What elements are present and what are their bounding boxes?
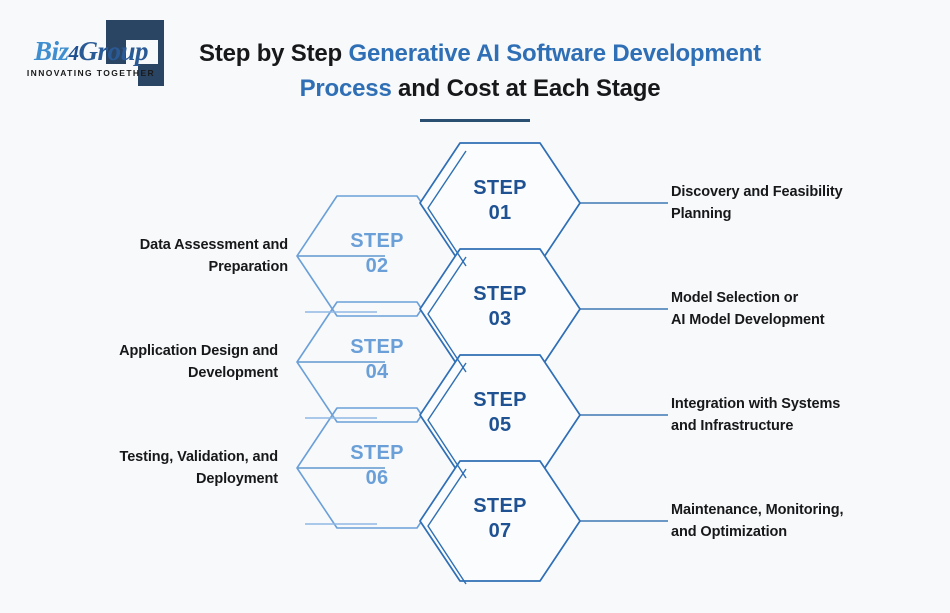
header: Biz4Group INNOVATING TOGETHER Step by St… bbox=[0, 0, 950, 140]
biz4group-logo: Biz4Group INNOVATING TOGETHER bbox=[18, 18, 178, 90]
hexagon-step-03[interactable] bbox=[419, 248, 581, 370]
description-step-04: Application Design and Development bbox=[48, 340, 278, 384]
title-highlight-2: Process bbox=[299, 75, 392, 102]
description-step-06-line2: Deployment bbox=[196, 471, 278, 487]
hexagon-flow-graphic bbox=[296, 142, 668, 585]
logo-word-biz: Biz bbox=[33, 36, 69, 66]
title-plain-2: and Cost at Each Stage bbox=[391, 75, 661, 102]
hexagon-step-01-inner-edge bbox=[427, 150, 467, 267]
description-step-04-line1: Application Design and bbox=[119, 343, 278, 359]
description-step-03: Model Selection or AI Model Development bbox=[671, 287, 911, 331]
logo-word-group: Group bbox=[78, 36, 149, 66]
description-step-07-line1: Maintenance, Monitoring, bbox=[671, 502, 844, 518]
hexagon-step-03-inner-edge bbox=[427, 256, 467, 373]
hexagon-step-01[interactable] bbox=[419, 142, 581, 264]
logo-bracket-icon bbox=[106, 20, 164, 86]
title-divider bbox=[420, 119, 530, 122]
description-step-03-line1: Model Selection or bbox=[671, 290, 799, 306]
description-step-01-line1: Discovery and Feasibility bbox=[671, 184, 843, 200]
description-step-04-line2: Development bbox=[188, 365, 278, 381]
process-diagram: STEP 01 STEP 02 STEP 03 STEP 04 STEP 05 … bbox=[0, 140, 950, 613]
hexagon-step-05-inner-edge bbox=[427, 362, 467, 479]
description-step-05-line1: Integration with Systems bbox=[671, 396, 841, 412]
page-title: Step by Step Generative AI Software Deve… bbox=[180, 36, 780, 106]
description-step-02: Data Assessment and Preparation bbox=[58, 234, 288, 278]
logo-wordmark: Biz4Group bbox=[26, 36, 156, 67]
description-step-03-line2: AI Model Development bbox=[671, 312, 825, 328]
title-highlight-1: Generative AI Software Development bbox=[348, 40, 761, 67]
description-step-05: Integration with Systems and Infrastruct… bbox=[671, 393, 911, 437]
description-step-02-line2: Preparation bbox=[208, 259, 289, 275]
description-step-02-line1: Data Assessment and bbox=[139, 237, 288, 253]
description-step-01-line2: Planning bbox=[671, 206, 732, 222]
title-plain-1: Step by Step bbox=[199, 40, 349, 67]
description-step-06: Testing, Validation, and Deployment bbox=[48, 446, 279, 490]
description-step-07: Maintenance, Monitoring, and Optimizatio… bbox=[671, 499, 911, 543]
description-step-07-line2: and Optimization bbox=[671, 524, 788, 540]
hexagon-step-07[interactable] bbox=[419, 460, 581, 582]
logo-word-four: 4 bbox=[68, 41, 80, 65]
logo-tagline: INNOVATING TOGETHER bbox=[26, 68, 156, 78]
hexagon-step-07-inner-edge bbox=[427, 468, 467, 585]
hexagon-step-05[interactable] bbox=[419, 354, 581, 476]
description-step-01: Discovery and Feasibility Planning bbox=[671, 181, 911, 225]
description-step-06-line1: Testing, Validation, and bbox=[119, 449, 279, 465]
description-step-05-line2: and Infrastructure bbox=[671, 418, 794, 434]
